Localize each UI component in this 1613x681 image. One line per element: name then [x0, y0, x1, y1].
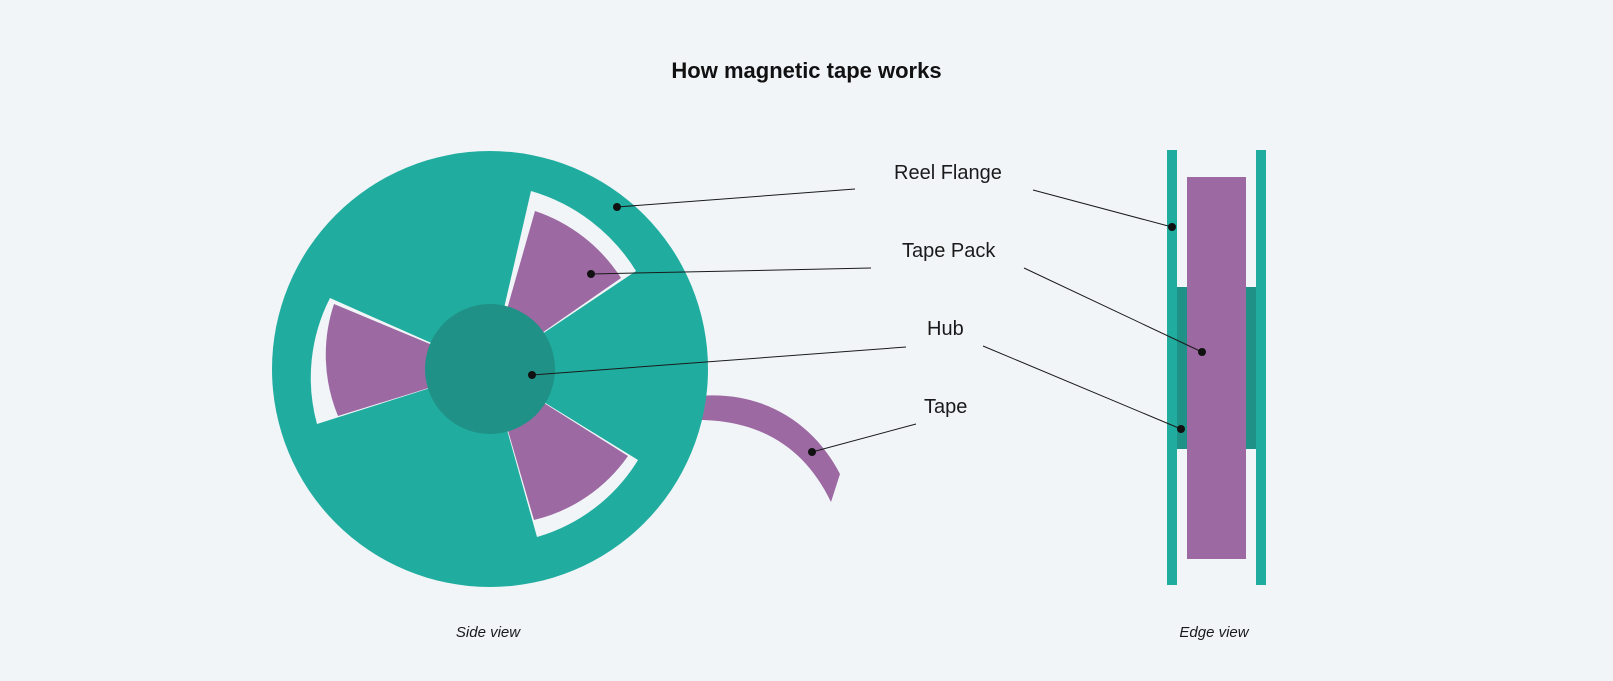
- leader-hub-side: [531, 346, 907, 376]
- callout-dots: [528, 203, 1206, 456]
- dot-hub-edge: [1177, 425, 1185, 433]
- edge-flange-right: [1256, 150, 1266, 585]
- leader-tape-pack-edge: [1023, 267, 1203, 353]
- dot-reel-flange-edge: [1168, 223, 1176, 231]
- leader-lines: [531, 188, 1203, 453]
- dot-hub: [528, 371, 536, 379]
- hub-circle: [425, 304, 555, 434]
- leader-tape-side: [811, 423, 917, 453]
- edge-flange-left: [1167, 150, 1177, 585]
- dot-tape-pack: [587, 270, 595, 278]
- label-tape: Tape: [924, 396, 968, 418]
- caption-side-view: Side view: [455, 624, 521, 641]
- caption-edge-view: Edge view: [1179, 624, 1249, 641]
- leader-reel-flange-side: [616, 188, 856, 208]
- tape-strip: [690, 395, 840, 502]
- leader-reel-flange-edge: [1032, 189, 1173, 228]
- dot-reel-flange: [613, 203, 621, 211]
- label-hub: Hub: [927, 318, 964, 340]
- dot-tape-pack-edge: [1198, 348, 1206, 356]
- edge-tape-pack: [1187, 177, 1246, 559]
- edge-view-reel: [1167, 150, 1266, 585]
- diagram-title: How magnetic tape works: [671, 58, 942, 83]
- leader-tape-pack-side: [590, 267, 872, 275]
- tape-pack-left: [325, 304, 490, 416]
- leader-hub-edge: [982, 345, 1182, 430]
- dot-tape: [808, 448, 816, 456]
- label-tape-pack: Tape Pack: [902, 240, 996, 262]
- side-view-reel: [272, 151, 840, 587]
- label-reel-flange: Reel Flange: [894, 162, 1002, 184]
